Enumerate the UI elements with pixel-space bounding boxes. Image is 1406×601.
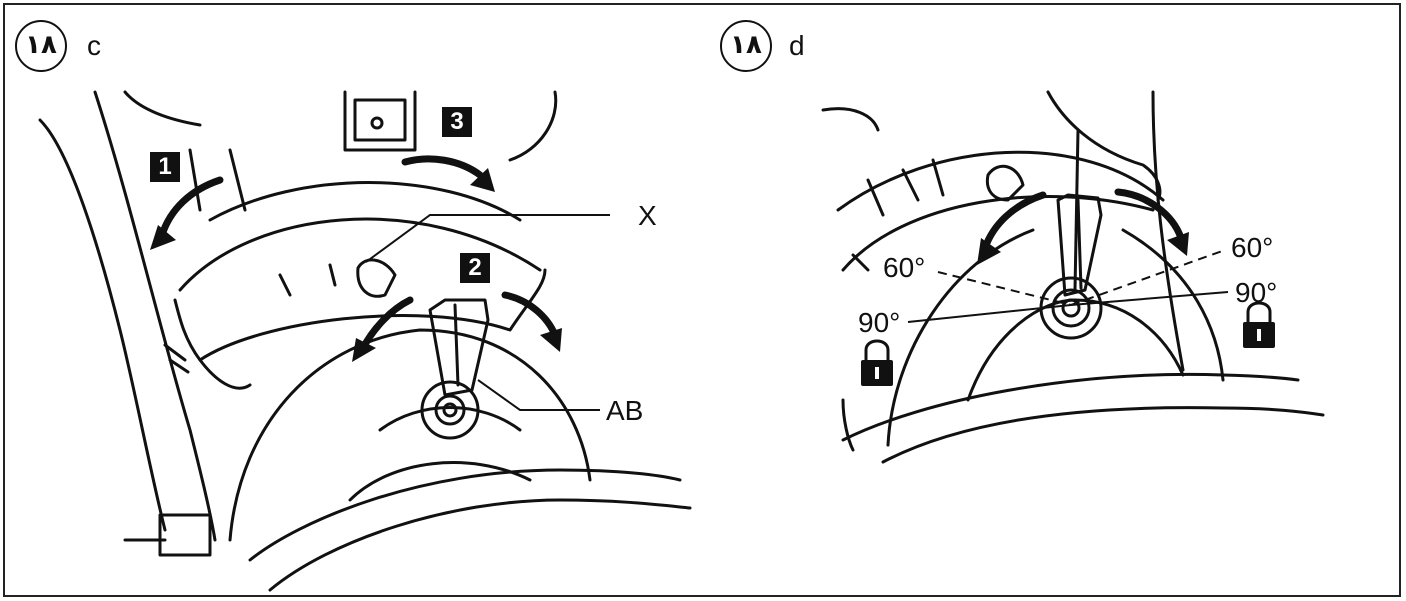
angle-60-left: 60° [883, 252, 926, 283]
callout-ab: AB [606, 395, 644, 426]
angle-90-left: 90° [858, 307, 901, 338]
panel-d: ١٨ d 60° 60° 90° 90° [703, 0, 1406, 601]
angle-60-right: 60° [1231, 232, 1274, 263]
panel-d-sub-label: d [789, 30, 805, 61]
step-3-marker: 3 [442, 107, 472, 137]
panel-c-sub-label: c [87, 30, 101, 61]
panel-c: ١٨ c 1 2 3 X AB [15, 20, 692, 592]
step-1-marker: 1 [150, 152, 180, 182]
panel-c-illustration [38, 90, 692, 592]
panel-d-illustration [821, 90, 1325, 464]
angle-90-right: 90° [1235, 277, 1278, 308]
panel-d-figure-badge: ١٨ [720, 20, 772, 72]
callout-x: X [638, 200, 657, 231]
step-2-marker: 2 [460, 253, 490, 283]
panel-c-figure-badge: ١٨ [15, 20, 67, 72]
